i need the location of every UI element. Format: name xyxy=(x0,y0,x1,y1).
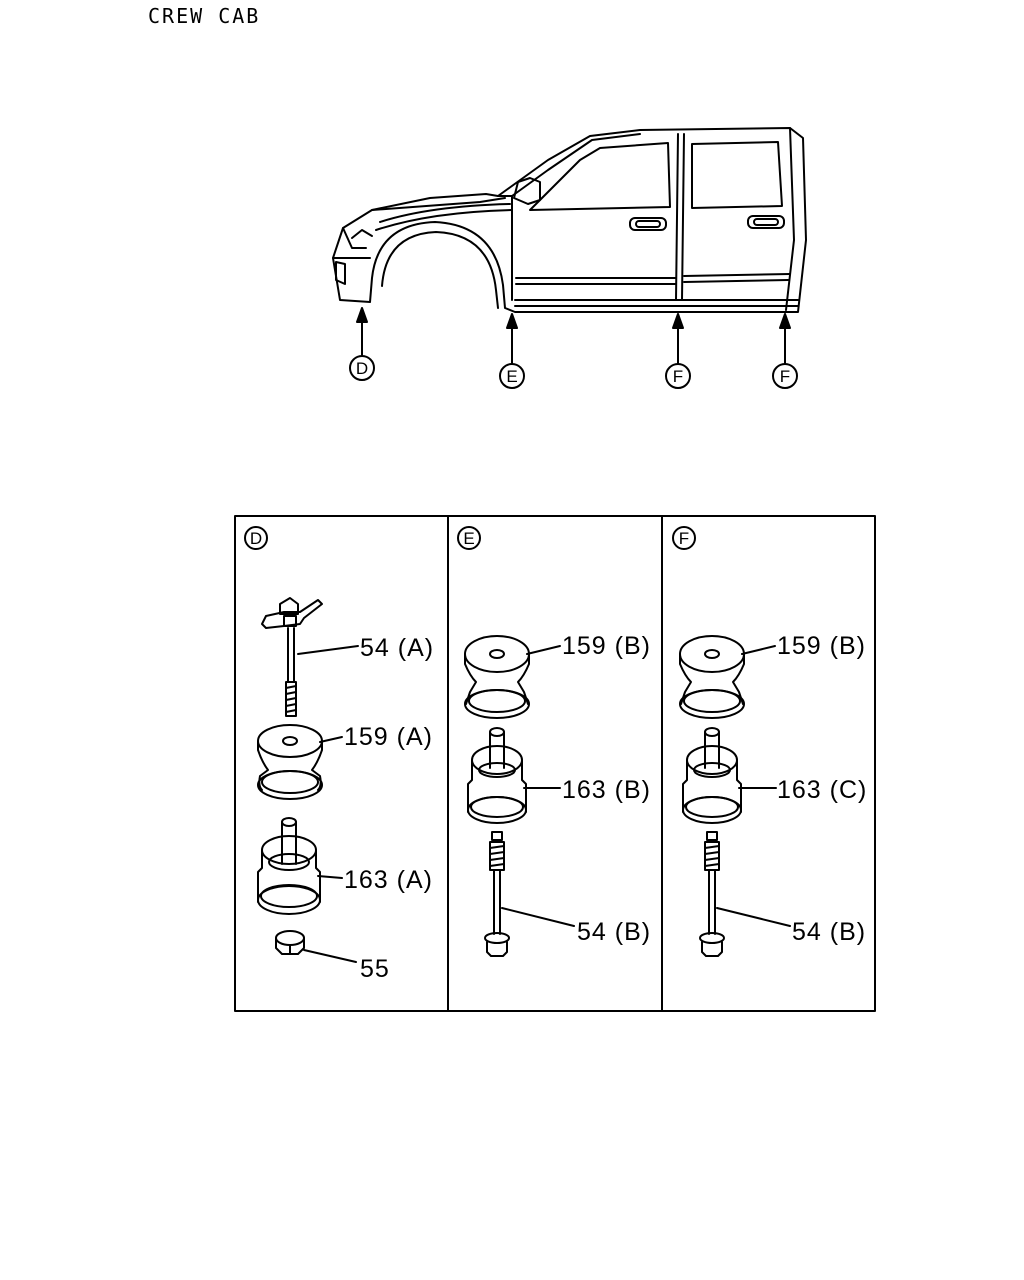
panel-e-bolt-54b xyxy=(484,831,510,957)
panel-f-bushing-159b xyxy=(679,635,745,719)
panel-f-marker-text: F xyxy=(679,529,689,548)
label-159b-e: 159 (B) xyxy=(562,632,651,660)
panel-f-bolt-54b xyxy=(699,831,725,957)
leader-159b-e xyxy=(526,645,561,655)
label-163b: 163 (B) xyxy=(562,776,651,804)
view-marker-f2-text: F xyxy=(780,367,790,386)
truck-side-view xyxy=(332,127,807,313)
view-marker-d-text: D xyxy=(356,359,368,378)
label-54b-e: 54 (B) xyxy=(577,918,651,946)
leader-159b-f xyxy=(741,645,776,655)
leader-55 xyxy=(303,949,357,963)
panel-d-bolt-54a xyxy=(261,597,323,717)
panel-f-marker xyxy=(672,526,696,550)
view-marker-d xyxy=(349,355,375,381)
view-marker-f1-text: F xyxy=(673,367,683,386)
label-163a: 163 (A) xyxy=(344,866,433,894)
view-arrows xyxy=(356,307,791,364)
label-55: 55 xyxy=(360,955,390,983)
label-163c: 163 (C) xyxy=(777,776,867,804)
panel-d-nut-55 xyxy=(275,930,305,955)
label-159a: 159 (A) xyxy=(344,723,433,751)
leader-54b-f xyxy=(716,907,791,927)
view-marker-f2 xyxy=(772,363,798,389)
panel-d-bushing-159a xyxy=(257,724,323,800)
leader-159a xyxy=(319,736,343,743)
panel-e-bushing-163b xyxy=(467,727,527,824)
leader-163a xyxy=(317,875,343,879)
panel-f-bushing-163c xyxy=(682,727,742,824)
leader-54a xyxy=(297,645,359,655)
diagram-title: CREW CAB xyxy=(148,4,261,28)
panel-d-marker-text: D xyxy=(250,529,262,548)
label-54b-f: 54 (B) xyxy=(792,918,866,946)
view-marker-f1 xyxy=(665,363,691,389)
panel-e-marker-text: E xyxy=(463,529,474,548)
panel-e-marker xyxy=(457,526,481,550)
view-marker-e xyxy=(499,363,525,389)
label-159b-f: 159 (B) xyxy=(777,632,866,660)
panel-e-bushing-159b xyxy=(464,635,530,719)
view-marker-e-text: E xyxy=(506,367,517,386)
leader-54b-e xyxy=(501,907,575,927)
panel-d-bushing-163a xyxy=(257,817,321,915)
panel-d-marker xyxy=(244,526,268,550)
label-54a: 54 (A) xyxy=(360,634,434,662)
detail-frame xyxy=(234,515,876,1012)
